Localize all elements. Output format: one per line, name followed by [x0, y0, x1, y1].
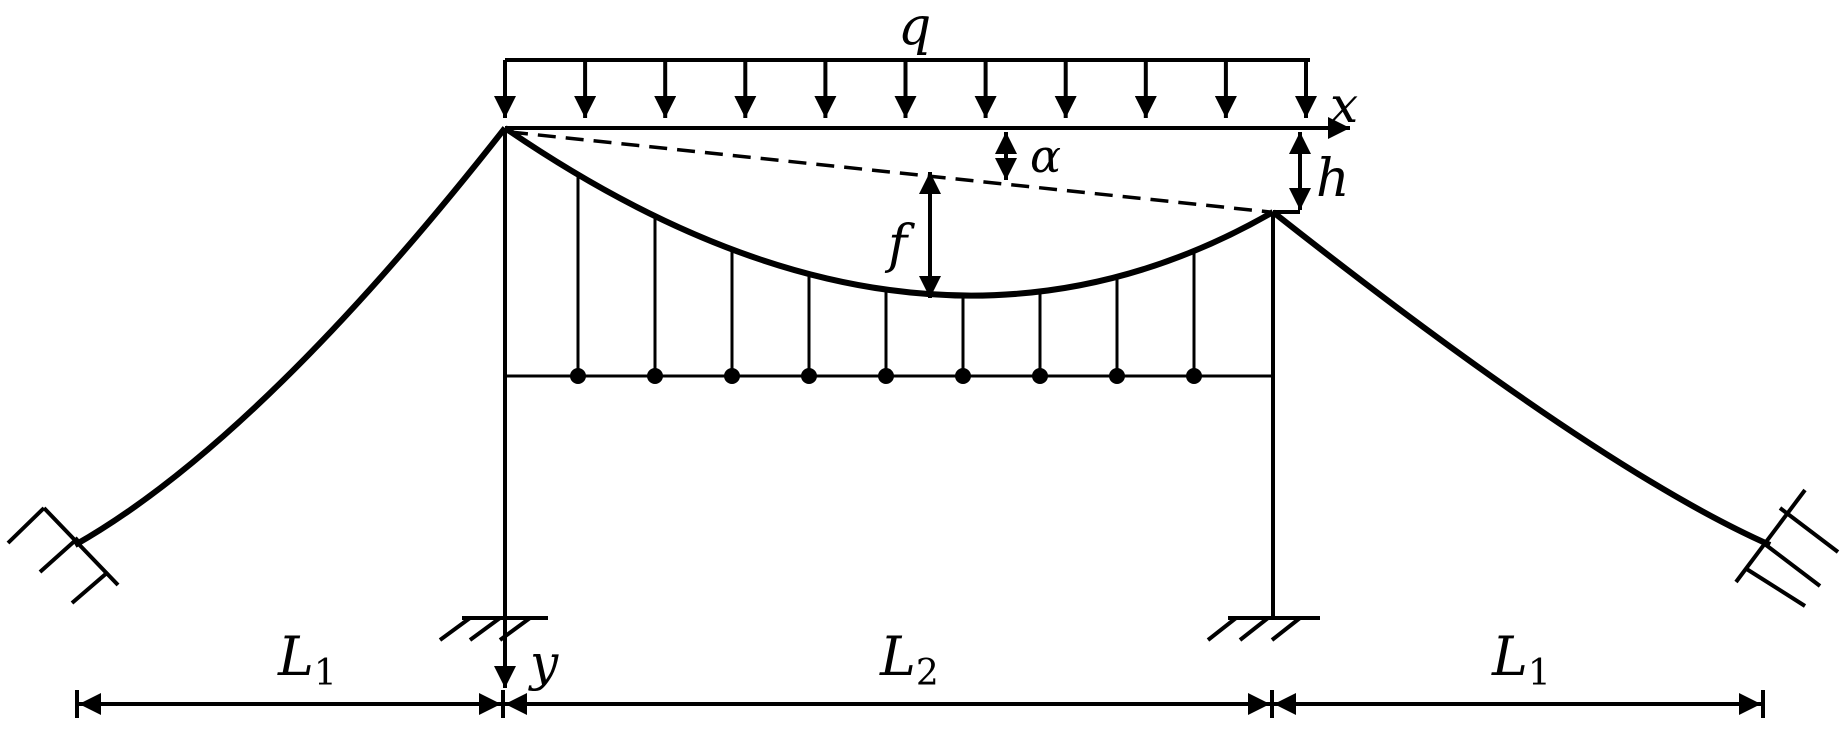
f-label: f	[884, 215, 915, 275]
hanger-joint	[647, 368, 663, 384]
span-dimensions	[75, 690, 1765, 718]
y-axis-label: y	[528, 634, 559, 692]
chord-dashed-line	[509, 130, 1271, 214]
span-l1-left-label: L1	[277, 625, 337, 694]
hanger-joint	[955, 368, 971, 384]
hangers	[570, 174, 1202, 384]
hanger-joint	[1032, 368, 1048, 384]
span-l1-right-label: L1	[1491, 625, 1551, 694]
main-cable	[503, 125, 1275, 299]
left-side-cable	[73, 126, 508, 548]
hanger-joint	[878, 368, 894, 384]
right-tower-support	[1206, 616, 1320, 642]
hanger-joint	[1186, 368, 1202, 384]
load-arrows	[494, 60, 1317, 118]
hanger-joint	[1109, 368, 1125, 384]
right-anchorage	[1734, 488, 1840, 608]
distributed-load	[494, 58, 1317, 118]
load-label: q	[898, 0, 931, 57]
hanger-joint	[724, 368, 740, 384]
alpha-label: α	[1030, 129, 1061, 183]
hanger-joint	[570, 368, 586, 384]
hanger-joint	[801, 368, 817, 384]
x-axis-label: x	[1330, 76, 1358, 134]
left-anchorage	[6, 506, 120, 605]
h-label: h	[1316, 149, 1350, 209]
right-side-cable	[1271, 209, 1772, 548]
span-l2-label: L2	[879, 625, 939, 694]
